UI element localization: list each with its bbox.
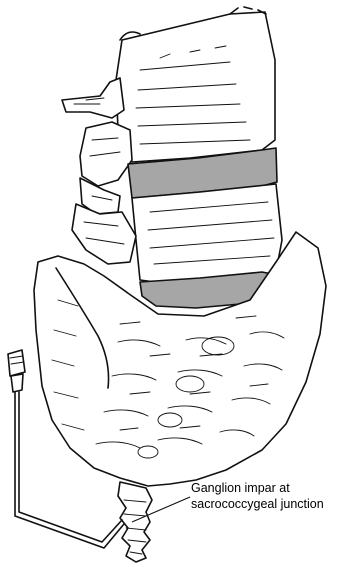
lamina: [72, 204, 136, 264]
transverse-process: [62, 78, 124, 118]
ganglion-impar-label: Ganglion impar at sacrococcygeal junctio…: [191, 480, 324, 512]
posterior-elements: [80, 122, 132, 214]
ganglion-label-line1: Ganglion impar at: [191, 480, 324, 496]
ganglion-label-line2: sacrococcygeal junction: [191, 496, 324, 512]
lower-vertebral-body: [132, 184, 282, 284]
coccyx: [118, 482, 152, 562]
upper-vertebral-body: [116, 7, 275, 162]
